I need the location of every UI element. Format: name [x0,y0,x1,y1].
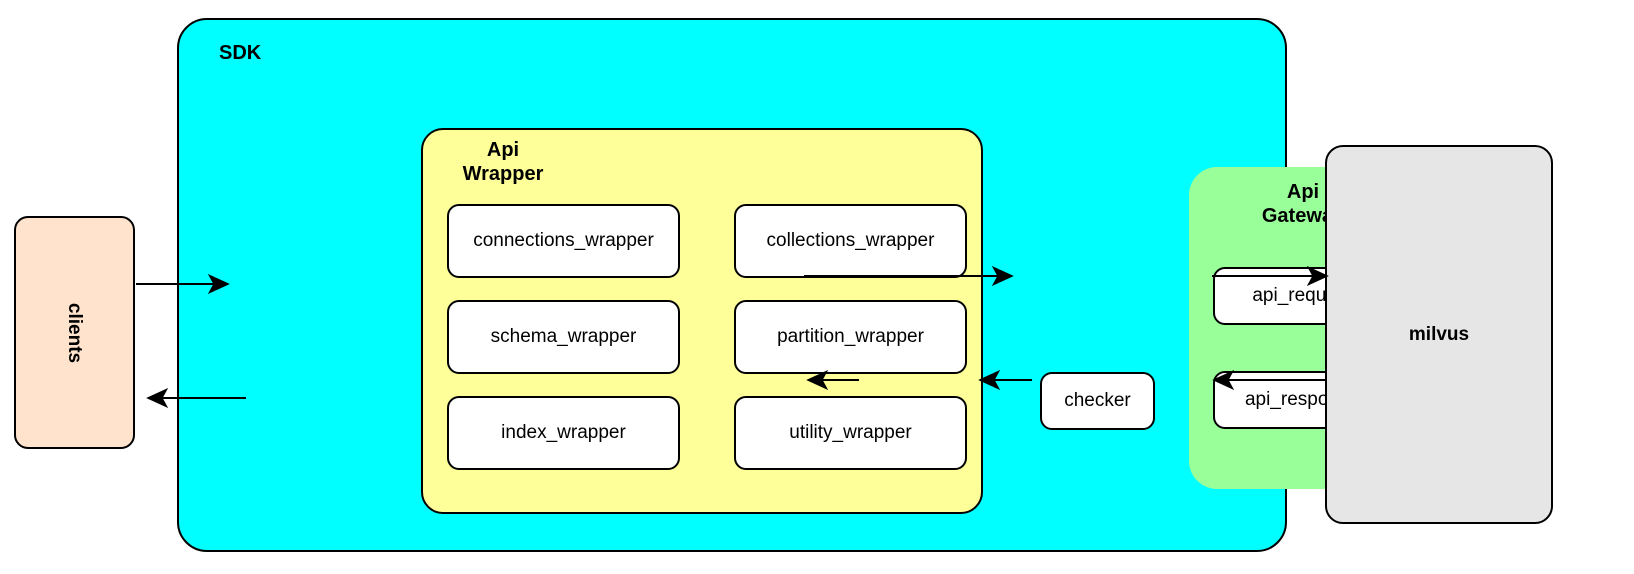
node-collections-wrapper[interactable]: collections_wrapper [734,204,967,278]
node-schema-wrapper-label: schema_wrapper [490,326,637,347]
node-checker-label: checker [1064,390,1131,411]
group-sdk[interactable]: SDK Api Wrapper connections_wrapper coll… [177,18,1417,552]
node-clients[interactable]: clients [14,216,135,449]
node-collections-wrapper-label: collections_wrapper [766,230,935,251]
node-connections-wrapper-label: connections_wrapper [473,230,654,251]
node-clients-label: clients [64,302,86,363]
node-index-wrapper[interactable]: index_wrapper [447,396,680,470]
node-connections-wrapper[interactable]: connections_wrapper [447,204,680,278]
node-partition-wrapper-label: partition_wrapper [777,326,924,347]
node-utility-wrapper-label: utility_wrapper [789,422,912,443]
node-partition-wrapper[interactable]: partition_wrapper [734,300,967,374]
group-sdk-label: SDK [219,42,262,64]
node-schema-wrapper[interactable]: schema_wrapper [447,300,680,374]
group-api-wrapper-label: Api Wrapper [462,139,544,185]
group-api-wrapper[interactable]: Api Wrapper connections_wrapper collecti… [421,128,983,514]
node-milvus[interactable]: milvus [1325,145,1553,524]
group-api-gateway-label: Api Gateway [1261,181,1345,227]
node-milvus-label: milvus [1408,323,1470,345]
node-utility-wrapper[interactable]: utility_wrapper [734,396,967,470]
node-checker[interactable]: checker [1040,372,1155,430]
node-index-wrapper-label: index_wrapper [501,422,626,443]
